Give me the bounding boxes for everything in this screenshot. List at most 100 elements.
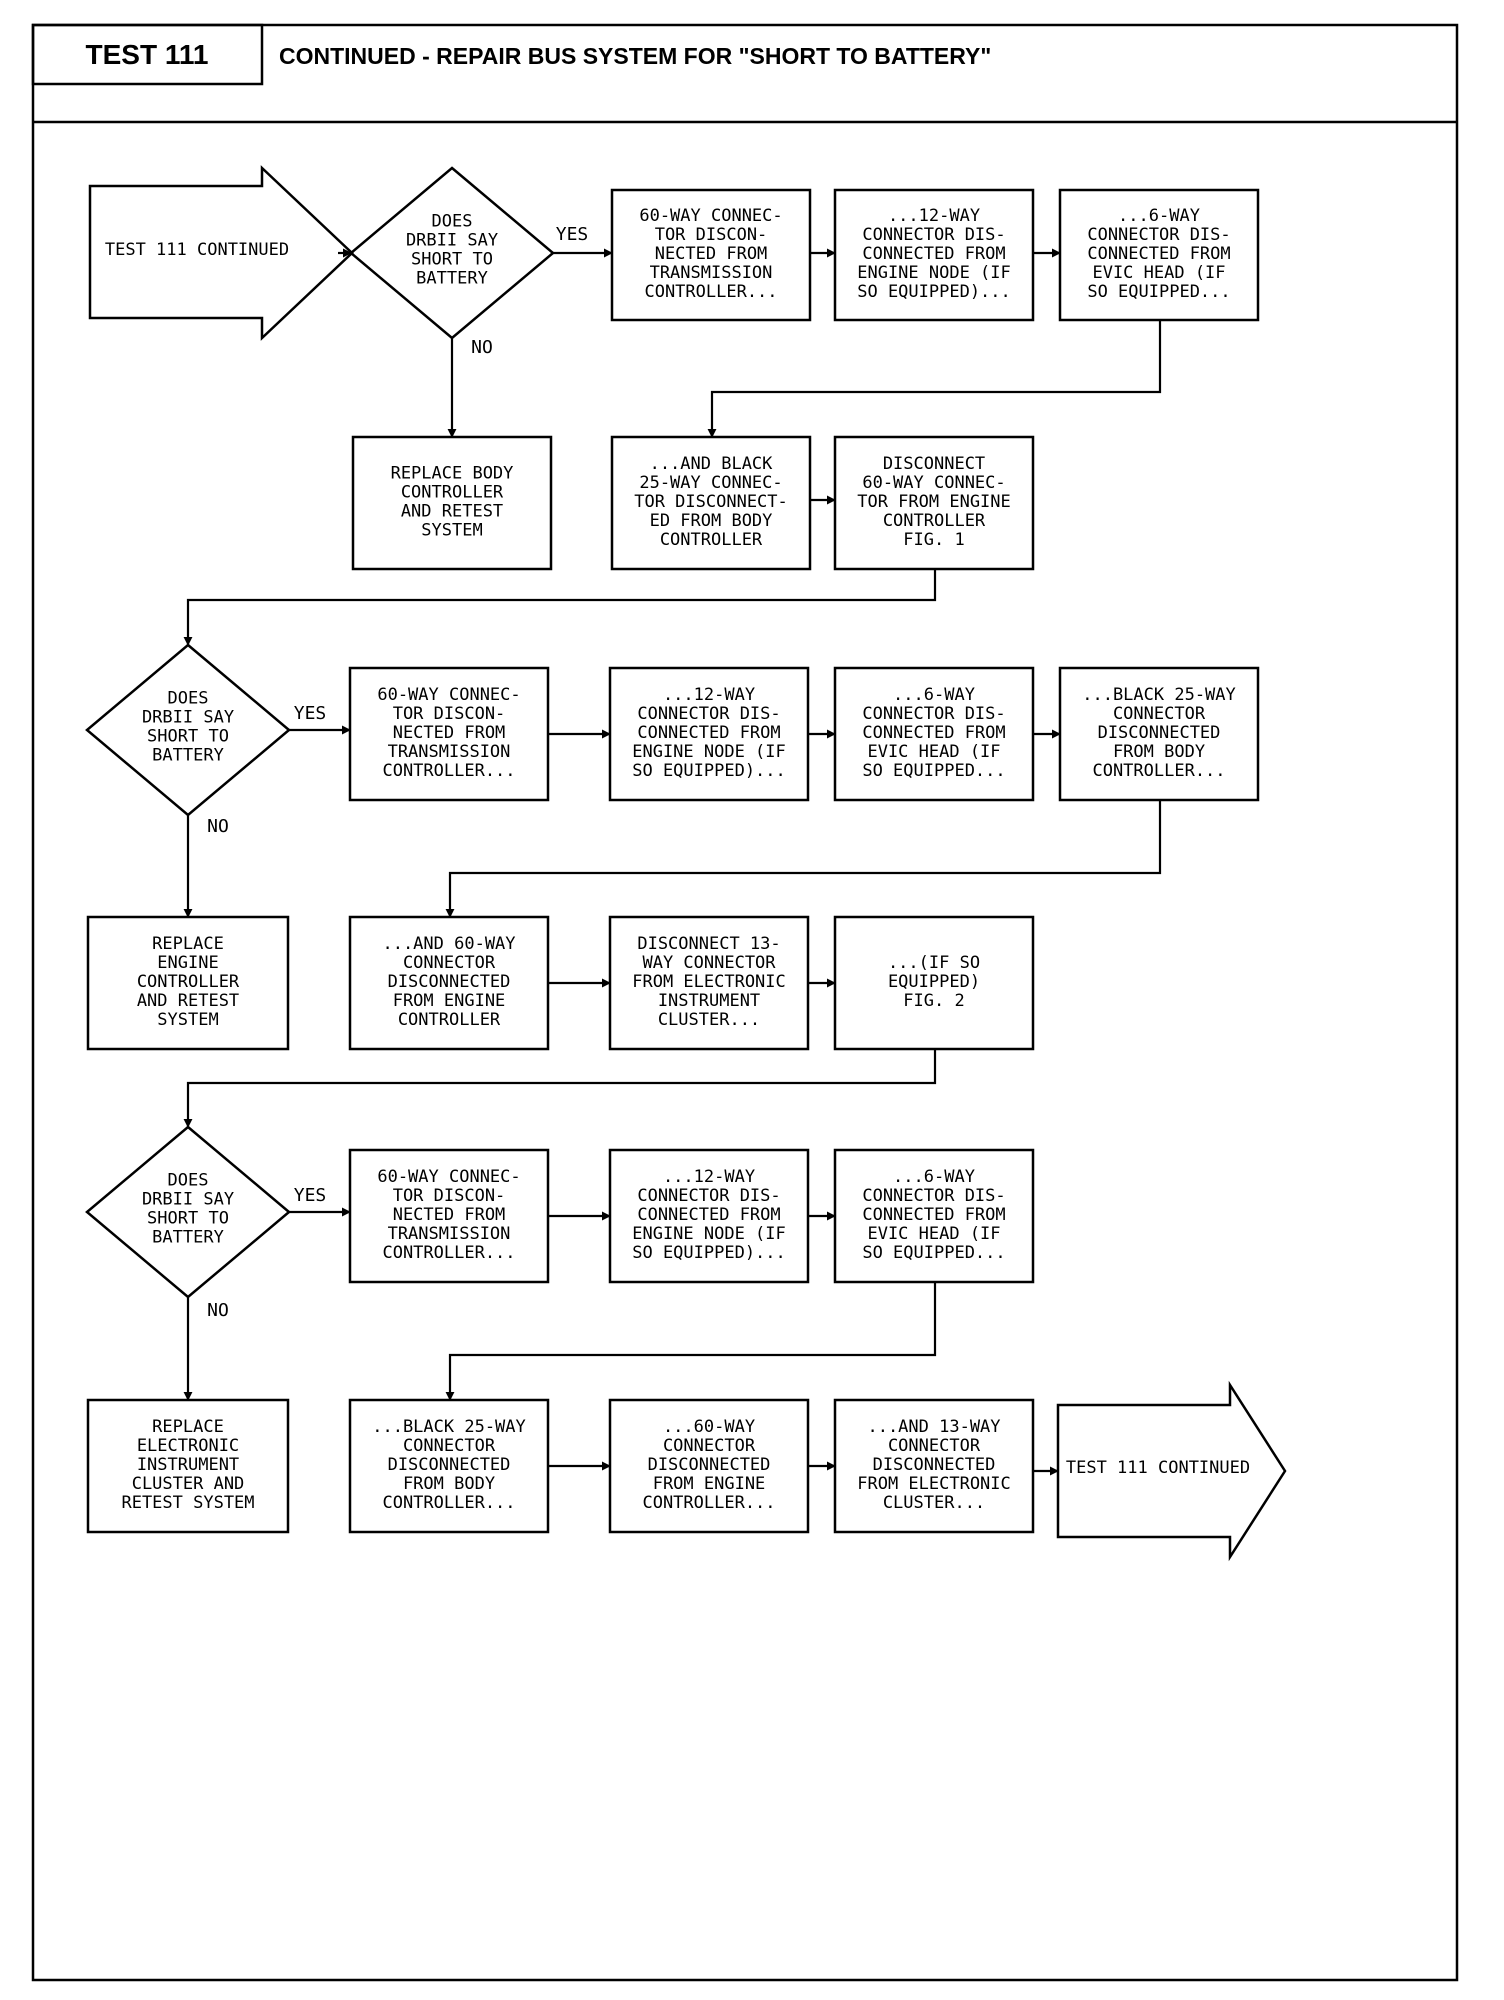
- r3-text-line: CLUSTER AND: [132, 1474, 245, 1494]
- d2-text-line: BATTERY: [152, 746, 224, 766]
- c3-text-line: EVIC HEAD (IF: [867, 742, 1000, 762]
- c5-text-line: FROM ENGINE: [393, 991, 506, 1011]
- e4-text-line: DISCONNECTED: [388, 1455, 511, 1475]
- d3-text-line: DOES: [168, 1171, 209, 1191]
- connector-e3-to-e4: [445, 1282, 937, 1401]
- branch-label-no: NO: [207, 816, 229, 837]
- flowchart-shapes: 60-WAY CONNEC-TOR DISCON-NECTED FROMTRAN…: [85, 165, 1287, 1562]
- c3-text-line: ...6-WAY: [893, 685, 975, 705]
- b5-text-line: DISCONNECT: [883, 454, 985, 474]
- b3-text-line: EVIC HEAD (IF: [1092, 263, 1225, 283]
- d2-text-line: SHORT TO: [147, 727, 229, 747]
- e1-text-line: 60-WAY CONNEC-: [377, 1167, 520, 1187]
- c7-text-line: EQUIPPED): [888, 972, 980, 992]
- e4-text-line: CONNECTOR: [403, 1436, 496, 1456]
- b2-text-line: CONNECTED FROM: [862, 244, 1005, 264]
- b1-text-line: 60-WAY CONNEC-: [639, 206, 782, 226]
- e3-text-line: CONNECTED FROM: [862, 1205, 1005, 1225]
- c1-text-line: TOR DISCON-: [393, 704, 506, 724]
- e4-text-line: FROM BODY: [403, 1474, 495, 1494]
- c1-text-line: TRANSMISSION: [388, 742, 511, 762]
- terminal-arrow-end: TEST 111 CONTINUED: [1056, 1380, 1287, 1562]
- r2-text-line: ENGINE: [157, 953, 218, 973]
- b3-text-line: CONNECTOR DIS-: [1087, 225, 1230, 245]
- e3-text-line: ...6-WAY: [893, 1167, 975, 1187]
- e6-text-line: DISCONNECTED: [873, 1455, 996, 1475]
- branch-label-yes: YES: [556, 224, 589, 245]
- process-box-c4: ...BLACK 25-WAYCONNECTORDISCONNECTEDFROM…: [1058, 666, 1260, 802]
- e2-text-line: CONNECTED FROM: [637, 1205, 780, 1225]
- process-box-e1: 60-WAY CONNEC-TOR DISCON-NECTED FROMTRAN…: [348, 1148, 550, 1284]
- process-box-b1: 60-WAY CONNEC-TOR DISCON-NECTED FROMTRAN…: [610, 188, 812, 322]
- d1-text-line: DRBII SAY: [406, 231, 498, 251]
- c3-text-line: CONNECTED FROM: [862, 723, 1005, 743]
- b3-text-line: ...6-WAY: [1118, 206, 1200, 226]
- e1-text-line: CONTROLLER...: [382, 1243, 515, 1263]
- c7-text-line: FIG. 2: [903, 991, 964, 1011]
- c2-text-line: SO EQUIPPED)...: [632, 761, 786, 781]
- d1-text-line: SHORT TO: [411, 250, 493, 270]
- e1-text-line: TRANSMISSION: [388, 1224, 511, 1244]
- c6-text-line: CLUSTER...: [658, 1010, 760, 1030]
- b2-text-line: CONNECTOR DIS-: [862, 225, 1005, 245]
- b1-text-line: TRANSMISSION: [650, 263, 773, 283]
- d2-text-line: DRBII SAY: [142, 708, 234, 728]
- d3-text-line: BATTERY: [152, 1228, 224, 1248]
- e4-text-line: ...BLACK 25-WAY: [372, 1417, 526, 1437]
- c2-text-line: CONNECTOR DIS-: [637, 704, 780, 724]
- e1-text-line: TOR DISCON-: [393, 1186, 506, 1206]
- e5-text-line: FROM ENGINE: [653, 1474, 766, 1494]
- start-text-line: TEST 111 CONTINUED: [105, 240, 289, 260]
- c6-text-line: INSTRUMENT: [658, 991, 760, 1011]
- c1-text-line: NECTED FROM: [393, 723, 506, 743]
- r3-text-line: REPLACE: [152, 1417, 224, 1437]
- c7-text-line: ...(IF SO: [888, 953, 980, 973]
- d1-text-line: BATTERY: [416, 269, 488, 289]
- c4-text-line: DISCONNECTED: [1098, 723, 1221, 743]
- c4-text-line: CONTROLLER...: [1092, 761, 1225, 781]
- e4-text-line: CONTROLLER...: [382, 1493, 515, 1513]
- b4-text-line: TOR DISCONNECT-: [634, 492, 788, 512]
- c6-text-line: DISCONNECT 13-: [637, 934, 780, 954]
- b4-text-line: ED FROM BODY: [650, 511, 773, 531]
- d2-text-line: DOES: [168, 689, 209, 709]
- c4-text-line: ...BLACK 25-WAY: [1082, 685, 1236, 705]
- c5-text-line: ...AND 60-WAY: [382, 934, 515, 954]
- r2-text-line: CONTROLLER: [137, 972, 240, 992]
- branch-label-no: NO: [471, 337, 493, 358]
- b5-text-line: 60-WAY CONNEC-: [862, 473, 1005, 493]
- b1-text-line: TOR DISCON-: [655, 225, 768, 245]
- c5-text-line: DISCONNECTED: [388, 972, 511, 992]
- e2-text-line: ...12-WAY: [663, 1167, 755, 1187]
- b4-text-line: CONTROLLER: [660, 530, 763, 550]
- e3-text-line: CONNECTOR DIS-: [862, 1186, 1005, 1206]
- branch-label-no: NO: [207, 1300, 229, 1321]
- b4-text-line: ...AND BLACK: [650, 454, 774, 474]
- e6-text-line: FROM ELECTRONIC: [857, 1474, 1011, 1494]
- b5-text-line: CONTROLLER: [883, 511, 986, 531]
- connector-b5-to-d2: [183, 569, 937, 646]
- e3-text-line: EVIC HEAD (IF: [867, 1224, 1000, 1244]
- end-text-line: TEST 111 CONTINUED: [1066, 1458, 1250, 1478]
- c6-text-line: WAY CONNECTOR: [642, 953, 776, 973]
- process-box-e4: ...BLACK 25-WAYCONNECTORDISCONNECTEDFROM…: [348, 1398, 550, 1534]
- r3-text-line: ELECTRONIC: [137, 1436, 239, 1456]
- branch-label-yes: YES: [294, 703, 327, 724]
- d1-text-line: DOES: [432, 212, 473, 232]
- e6-text-line: CONNECTOR: [888, 1436, 981, 1456]
- r2-text-line: AND RETEST: [137, 991, 239, 1011]
- flowchart-connectors: [183, 248, 1162, 1476]
- c1-text-line: 60-WAY CONNEC-: [377, 685, 520, 705]
